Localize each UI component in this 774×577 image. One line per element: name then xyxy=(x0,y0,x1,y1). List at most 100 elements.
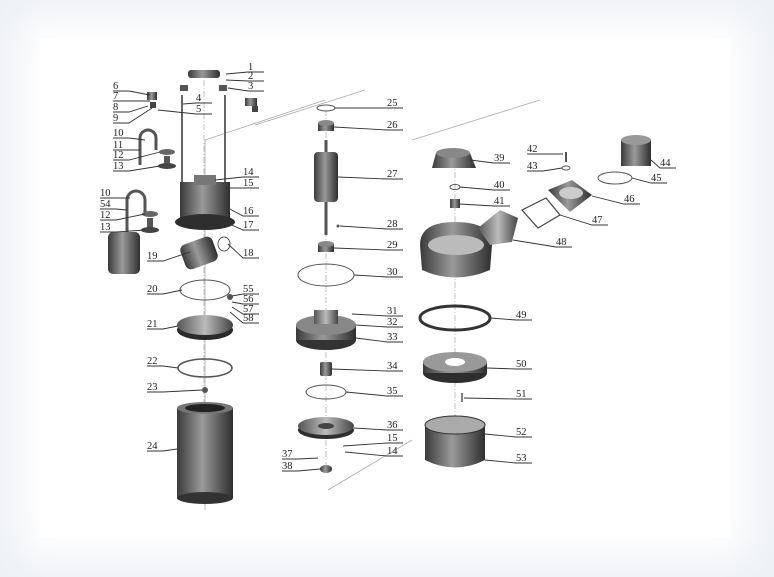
part-number-label: 15 xyxy=(387,433,398,444)
part-number-label: 52 xyxy=(516,427,527,438)
part-number-label: 58 xyxy=(243,313,254,324)
diagram-background xyxy=(40,38,730,538)
pump-base xyxy=(423,352,487,383)
leader-line xyxy=(100,208,128,211)
leader-line xyxy=(355,324,403,328)
leader-line xyxy=(459,186,510,191)
part-number-label: 16 xyxy=(243,206,254,217)
leader-line xyxy=(100,213,146,221)
part-number-label: 44 xyxy=(660,158,671,169)
strainer xyxy=(424,415,486,468)
leader-line xyxy=(353,274,403,278)
part-number-label: 54 xyxy=(100,199,111,210)
leader-line xyxy=(512,239,572,248)
leader-line xyxy=(214,176,259,181)
leader-line xyxy=(113,105,149,113)
leader-line xyxy=(631,177,667,184)
part-number-label: 57 xyxy=(243,304,254,315)
leader-line xyxy=(650,159,676,169)
panel-frame-left xyxy=(204,99,326,510)
leader-line xyxy=(484,459,532,464)
handle xyxy=(180,70,227,91)
panel-frame-mid-top xyxy=(254,89,366,126)
leader-line xyxy=(113,151,161,161)
part-number-label: 27 xyxy=(387,169,398,180)
part-number-label: 21 xyxy=(147,319,158,330)
float-switch-upper xyxy=(138,128,176,169)
part-number-label: 10 xyxy=(113,128,124,139)
part-number-label: 39 xyxy=(494,153,505,164)
leader-line xyxy=(339,225,403,230)
part-number-label: 11 xyxy=(113,140,123,151)
rotor-shaft xyxy=(314,140,338,235)
outlet-pipe xyxy=(621,135,651,166)
leader-line xyxy=(231,293,259,297)
part-number-label: 45 xyxy=(651,173,662,184)
part-number-label: 32 xyxy=(387,317,398,328)
leader-line xyxy=(113,165,161,172)
leader-line xyxy=(344,451,403,457)
leader-line xyxy=(113,107,153,124)
cable-gland-left xyxy=(147,92,157,108)
part-number-label: 5 xyxy=(196,104,201,115)
oil-chamber-housing xyxy=(296,310,356,350)
part-number-label: 13 xyxy=(113,161,124,172)
part-number-label: 22 xyxy=(147,356,158,367)
leader-line xyxy=(463,397,532,400)
gasket-45 xyxy=(597,171,633,185)
part-number-label: 4 xyxy=(196,93,202,104)
leader-line xyxy=(342,442,403,447)
part-number-label: 34 xyxy=(387,361,398,372)
leader-line xyxy=(559,214,608,226)
leader-line xyxy=(113,137,146,141)
flange-gasket xyxy=(521,197,561,229)
part-number-label: 30 xyxy=(387,267,398,278)
nut-41 xyxy=(450,199,460,208)
part-number-label: 13 xyxy=(100,222,111,233)
leader-line xyxy=(333,247,403,251)
part-number-label: 3 xyxy=(248,81,253,92)
outlet-flange xyxy=(548,180,592,212)
leader-line xyxy=(231,306,259,315)
bearing-29 xyxy=(318,241,334,252)
leader-line xyxy=(147,389,203,393)
part-number-label: 19 xyxy=(147,251,158,262)
leader-line xyxy=(147,251,191,262)
leader-line xyxy=(345,391,403,397)
part-number-label: 41 xyxy=(494,196,505,207)
part-number-label: 10 xyxy=(100,188,111,199)
part-number-label: 9 xyxy=(113,113,118,124)
screw-55 xyxy=(227,294,233,300)
leader-line xyxy=(459,203,510,207)
part-number-label: 14 xyxy=(243,167,254,178)
leader-line xyxy=(527,167,563,172)
seal-plate xyxy=(298,417,354,439)
leader-line xyxy=(333,126,403,131)
leader-line xyxy=(157,109,212,115)
part-number-label: 6 xyxy=(113,81,118,92)
leader-line xyxy=(486,367,532,370)
capacitor xyxy=(180,236,231,270)
leader-line xyxy=(227,207,259,217)
screw-23 xyxy=(202,387,208,393)
panel-frame-right xyxy=(411,99,541,141)
leader-line xyxy=(113,90,151,96)
part-number-label: 50 xyxy=(516,359,527,370)
leader-line xyxy=(484,433,532,438)
part-number-label: 28 xyxy=(387,219,398,230)
part-number-label: 7 xyxy=(113,91,118,102)
part-number-label: 26 xyxy=(387,120,398,131)
part-number-label: 18 xyxy=(243,248,254,259)
part-number-label: 33 xyxy=(387,332,398,343)
leader-line xyxy=(225,71,264,75)
part-number-label: 25 xyxy=(387,98,398,109)
leader-line xyxy=(147,289,183,295)
leader-line xyxy=(355,337,403,343)
leader-line xyxy=(229,311,259,324)
part-number-label: 12 xyxy=(113,150,124,161)
leader-line xyxy=(227,87,264,92)
leader-line xyxy=(337,176,403,180)
part-number-label: 1 xyxy=(248,62,253,73)
